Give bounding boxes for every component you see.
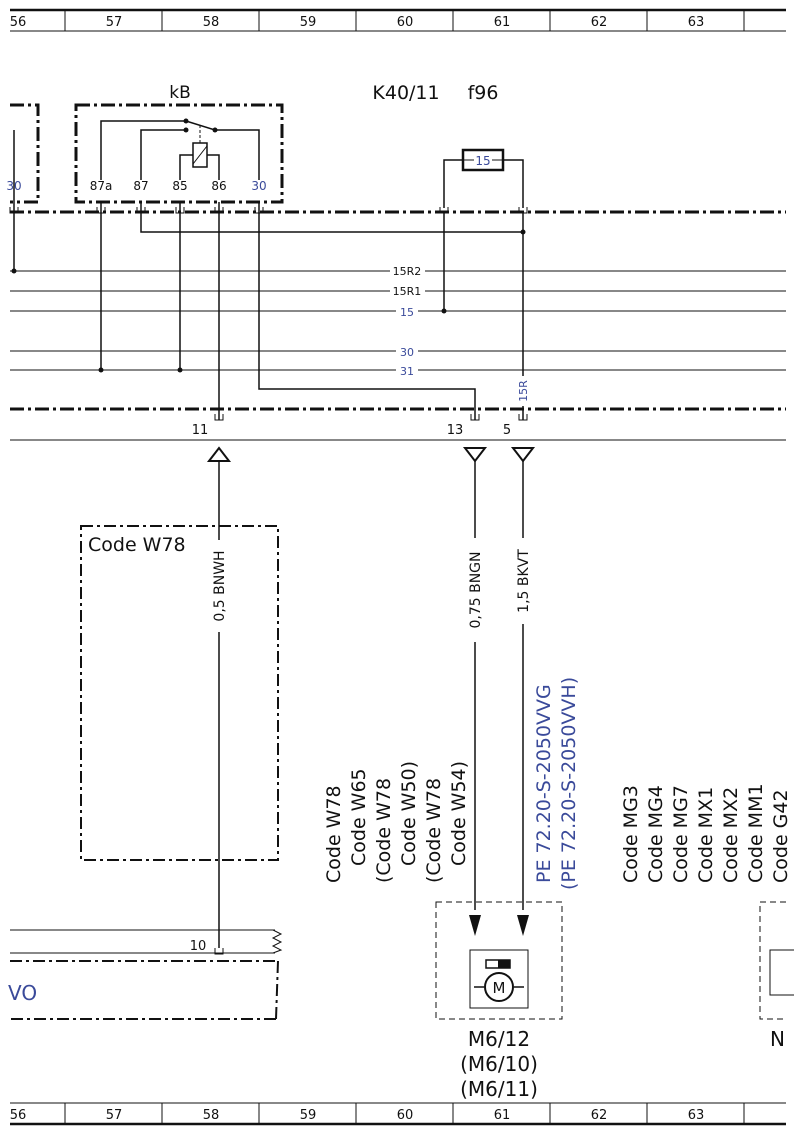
code-left-3: (Code W78 xyxy=(373,778,395,883)
grid-col-59-bottom: 59 xyxy=(300,1108,317,1123)
code-right-2: Code MG4 xyxy=(645,785,667,883)
connector-5: 5 xyxy=(503,423,511,438)
relay-pin-85: 85 xyxy=(172,179,187,193)
code-right-4: Code MX1 xyxy=(695,787,717,883)
bottom-left-label: VO xyxy=(8,981,37,1005)
relay-name: kB xyxy=(169,83,191,103)
grid-col-56: 56 xyxy=(10,15,27,30)
pe-ref-1: PE 72.20-S-2050VVG xyxy=(533,684,555,883)
bus-15r1: 15R1 xyxy=(393,285,422,298)
connector-10: 10 xyxy=(190,939,207,954)
module-label: K40/11 xyxy=(372,82,439,104)
code-w78-box xyxy=(80,525,279,861)
code-right-5: Code MX2 xyxy=(720,787,742,883)
grid-col-58-bottom: 58 xyxy=(203,1108,220,1123)
bus-31: 31 xyxy=(400,365,414,378)
right-partial-label: N xyxy=(770,1027,785,1051)
code-w78-label: Code W78 xyxy=(88,534,186,556)
grid-col-60-bottom: 60 xyxy=(397,1108,414,1123)
code-left-1: Code W78 xyxy=(323,785,345,883)
grid-col-57: 57 xyxy=(106,15,123,30)
grid-col-60: 60 xyxy=(397,15,414,30)
relay-pin-87: 87 xyxy=(133,179,148,193)
bus-lines: 15R2 15R1 15 30 31 xyxy=(10,265,786,378)
bottom-grid-ruler: 56 57 58 59 60 61 62 63 xyxy=(10,1102,786,1126)
codes-left-group: Code W78 Code W65 (Code W78 Code W50) (C… xyxy=(323,761,470,883)
grid-col-57-bottom: 57 xyxy=(106,1108,123,1123)
motor-m6-12: M M6/12 (M6/10) (M6/11) xyxy=(435,901,563,1101)
left-partial-relay: 30 xyxy=(6,103,40,274)
wire-label-bngn: 0,75 BNGN xyxy=(468,551,484,628)
fuse-value: 15 xyxy=(475,154,490,168)
motor-name-3: (M6/11) xyxy=(460,1077,538,1101)
grid-col-61-bottom: 61 xyxy=(494,1108,511,1123)
label-15r: 15R xyxy=(517,380,530,402)
code-left-2: Code W65 xyxy=(348,768,370,866)
grid-col-58: 58 xyxy=(203,15,220,30)
grid-col-59: 59 xyxy=(300,15,317,30)
wire-label-bnwh: 0,5 BNWH xyxy=(212,550,228,621)
connector-13: 13 xyxy=(447,423,464,438)
motor-name-1: M6/12 xyxy=(468,1027,530,1051)
codes-right-group: Code MG3 Code MG4 Code MG7 Code MX1 Code… xyxy=(620,783,792,883)
grid-col-61: 61 xyxy=(494,15,511,30)
grid-col-63: 63 xyxy=(688,15,705,30)
bus-15: 15 xyxy=(400,306,414,319)
connector-arrow-up xyxy=(206,446,232,462)
wire-label-bkvt: 1,5 BKVT xyxy=(516,549,532,613)
code-left-4: Code W50) xyxy=(398,761,420,866)
relay-pin-30: 30 xyxy=(251,179,266,193)
code-left-5: (Code W78 xyxy=(423,778,445,883)
code-right-7: Code G42 xyxy=(770,789,792,883)
code-right-1: Code MG3 xyxy=(620,785,642,883)
grid-col-63-bottom: 63 xyxy=(688,1108,705,1123)
code-left-6: Code W54) xyxy=(448,761,470,866)
relay-pin-87a: 87a xyxy=(90,179,113,193)
relay-pin-86: 86 xyxy=(211,179,226,193)
motor-symbol: M xyxy=(493,979,506,997)
code-right-6: Code MM1 xyxy=(745,783,767,883)
bus-30: 30 xyxy=(400,346,414,359)
grid-col-62: 62 xyxy=(591,15,608,30)
relay-kb: kB 87a 87 85 86 30 xyxy=(74,83,284,204)
motor-name-2: (M6/10) xyxy=(460,1052,538,1076)
grid-col-56-bottom: 56 xyxy=(10,1108,27,1123)
pe-ref-2: (PE 72.20-S-2050VVH) xyxy=(558,677,580,890)
connector-arrow-down-2 xyxy=(510,447,536,463)
connector-arrow-down-1 xyxy=(462,447,488,463)
connector-11: 11 xyxy=(192,423,209,438)
grid-col-62-bottom: 62 xyxy=(591,1108,608,1123)
bottom-left-component: 10 VO xyxy=(8,929,283,1020)
top-grid-ruler: 56 57 58 59 60 61 62 63 xyxy=(10,8,786,32)
code-right-3: Code MG7 xyxy=(670,785,692,883)
bus-15r2: 15R2 xyxy=(393,265,422,278)
fuse-15: 15 xyxy=(443,148,524,208)
fuse-label: f96 xyxy=(468,82,499,104)
